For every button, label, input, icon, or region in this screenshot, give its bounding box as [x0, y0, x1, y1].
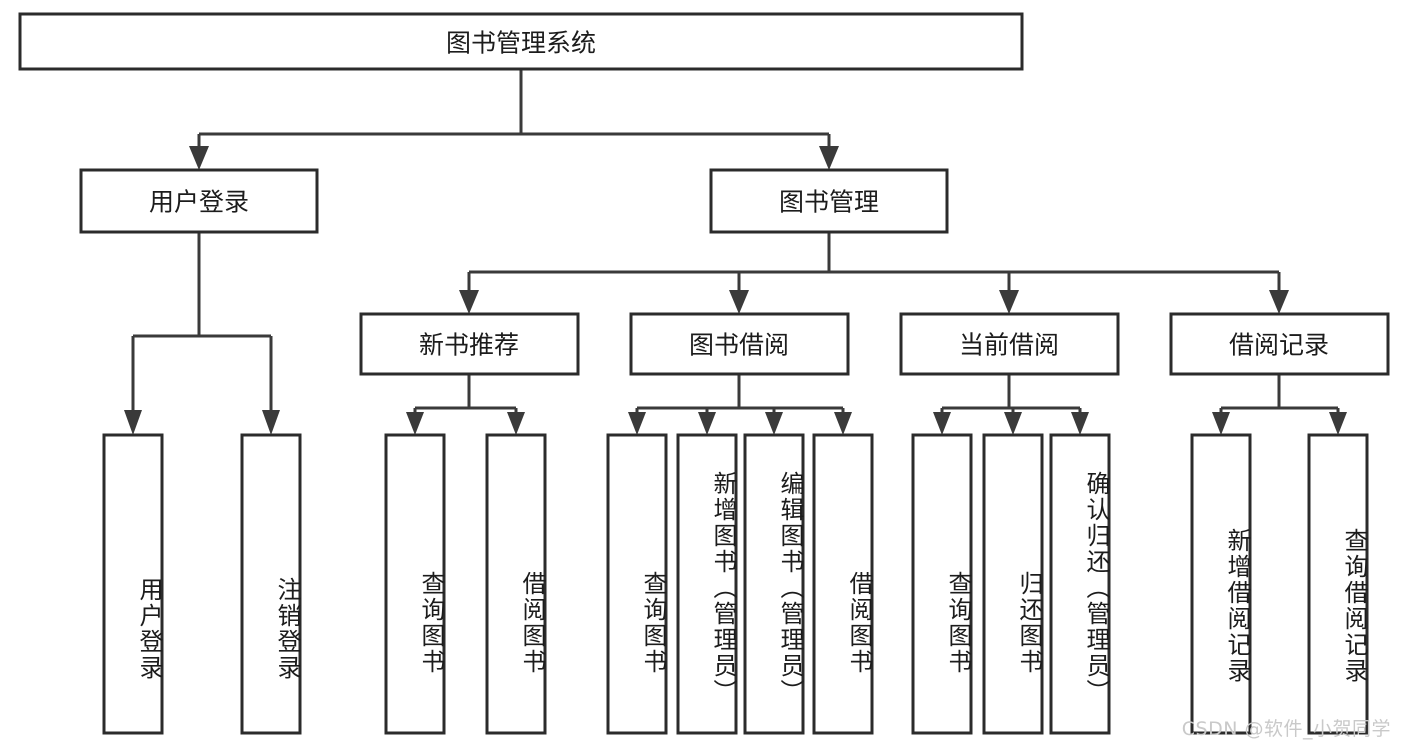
node-label-book-borrow: 图书借阅	[689, 331, 789, 360]
node-box-query-book-1[interactable]	[384, 433, 446, 735]
node-box-user-logout[interactable]	[240, 433, 302, 735]
arrow-to-query-book-3	[933, 412, 951, 435]
arrow-to-borrow-book-1	[507, 412, 525, 435]
node-box-user-login-do[interactable]	[102, 433, 164, 735]
node-box-return-book[interactable]	[982, 433, 1044, 735]
node-label-new-book-recommend: 新书推荐	[419, 331, 519, 360]
node-box-book-manage[interactable]	[709, 168, 949, 234]
arrow-to-add-borrow-record	[1212, 412, 1230, 435]
node-label-user-login: 用户登录	[149, 188, 249, 217]
node-label-root: 图书管理系统	[446, 29, 596, 58]
node-box-add-book[interactable]	[676, 433, 738, 735]
arrow-to-add-book	[698, 412, 716, 435]
node-layer: 图书管理系统 用户登录 图书管理 新书推荐 图书借阅 当前借阅 借阅记录	[18, 12, 1390, 735]
arrow-to-book-manage	[819, 146, 839, 170]
watermark-text: CSDN @软件_小贺同学	[1181, 718, 1391, 740]
arrow-to-book-borrow	[729, 290, 749, 314]
arrow-to-user-login	[189, 146, 209, 170]
node-box-borrow-book-2[interactable]	[812, 433, 874, 735]
arrow-to-borrow-record	[1269, 290, 1289, 314]
node-box-query-book-3[interactable]	[911, 433, 973, 735]
node-box-new-book-recommend[interactable]	[359, 312, 580, 376]
arrow-to-confirm-return	[1071, 412, 1089, 435]
node-box-query-borrow-record[interactable]	[1307, 433, 1369, 735]
node-box-edit-book[interactable]	[743, 433, 805, 735]
node-box-confirm-return[interactable]	[1049, 433, 1111, 735]
arrow-to-user-logout	[262, 410, 280, 435]
arrow-to-return-book	[1004, 412, 1022, 435]
arrow-to-current-borrow	[999, 290, 1019, 314]
node-box-add-borrow-record[interactable]	[1190, 433, 1252, 735]
arrow-to-query-book-2	[628, 412, 646, 435]
arrow-to-edit-book	[765, 412, 783, 435]
arrow-to-new-book-recommend	[459, 290, 479, 314]
node-box-borrow-book-1[interactable]	[485, 433, 547, 735]
arrow-to-borrow-book-2	[834, 412, 852, 435]
node-label-borrow-record: 借阅记录	[1229, 331, 1329, 360]
node-box-query-book-2[interactable]	[606, 433, 668, 735]
node-box-book-borrow[interactable]	[629, 312, 850, 376]
node-label-book-manage: 图书管理	[779, 188, 879, 217]
connector-layer	[124, 69, 1347, 435]
node-label-current-borrow: 当前借阅	[959, 331, 1059, 360]
node-box-user-login[interactable]	[79, 168, 319, 234]
arrow-to-query-borrow-record	[1329, 412, 1347, 435]
arrow-to-user-login-do	[124, 410, 142, 435]
arrow-to-query-book-1	[406, 412, 424, 435]
node-box-root[interactable]	[18, 12, 1024, 71]
node-box-borrow-record[interactable]	[1169, 312, 1390, 376]
node-box-current-borrow[interactable]	[899, 312, 1120, 376]
